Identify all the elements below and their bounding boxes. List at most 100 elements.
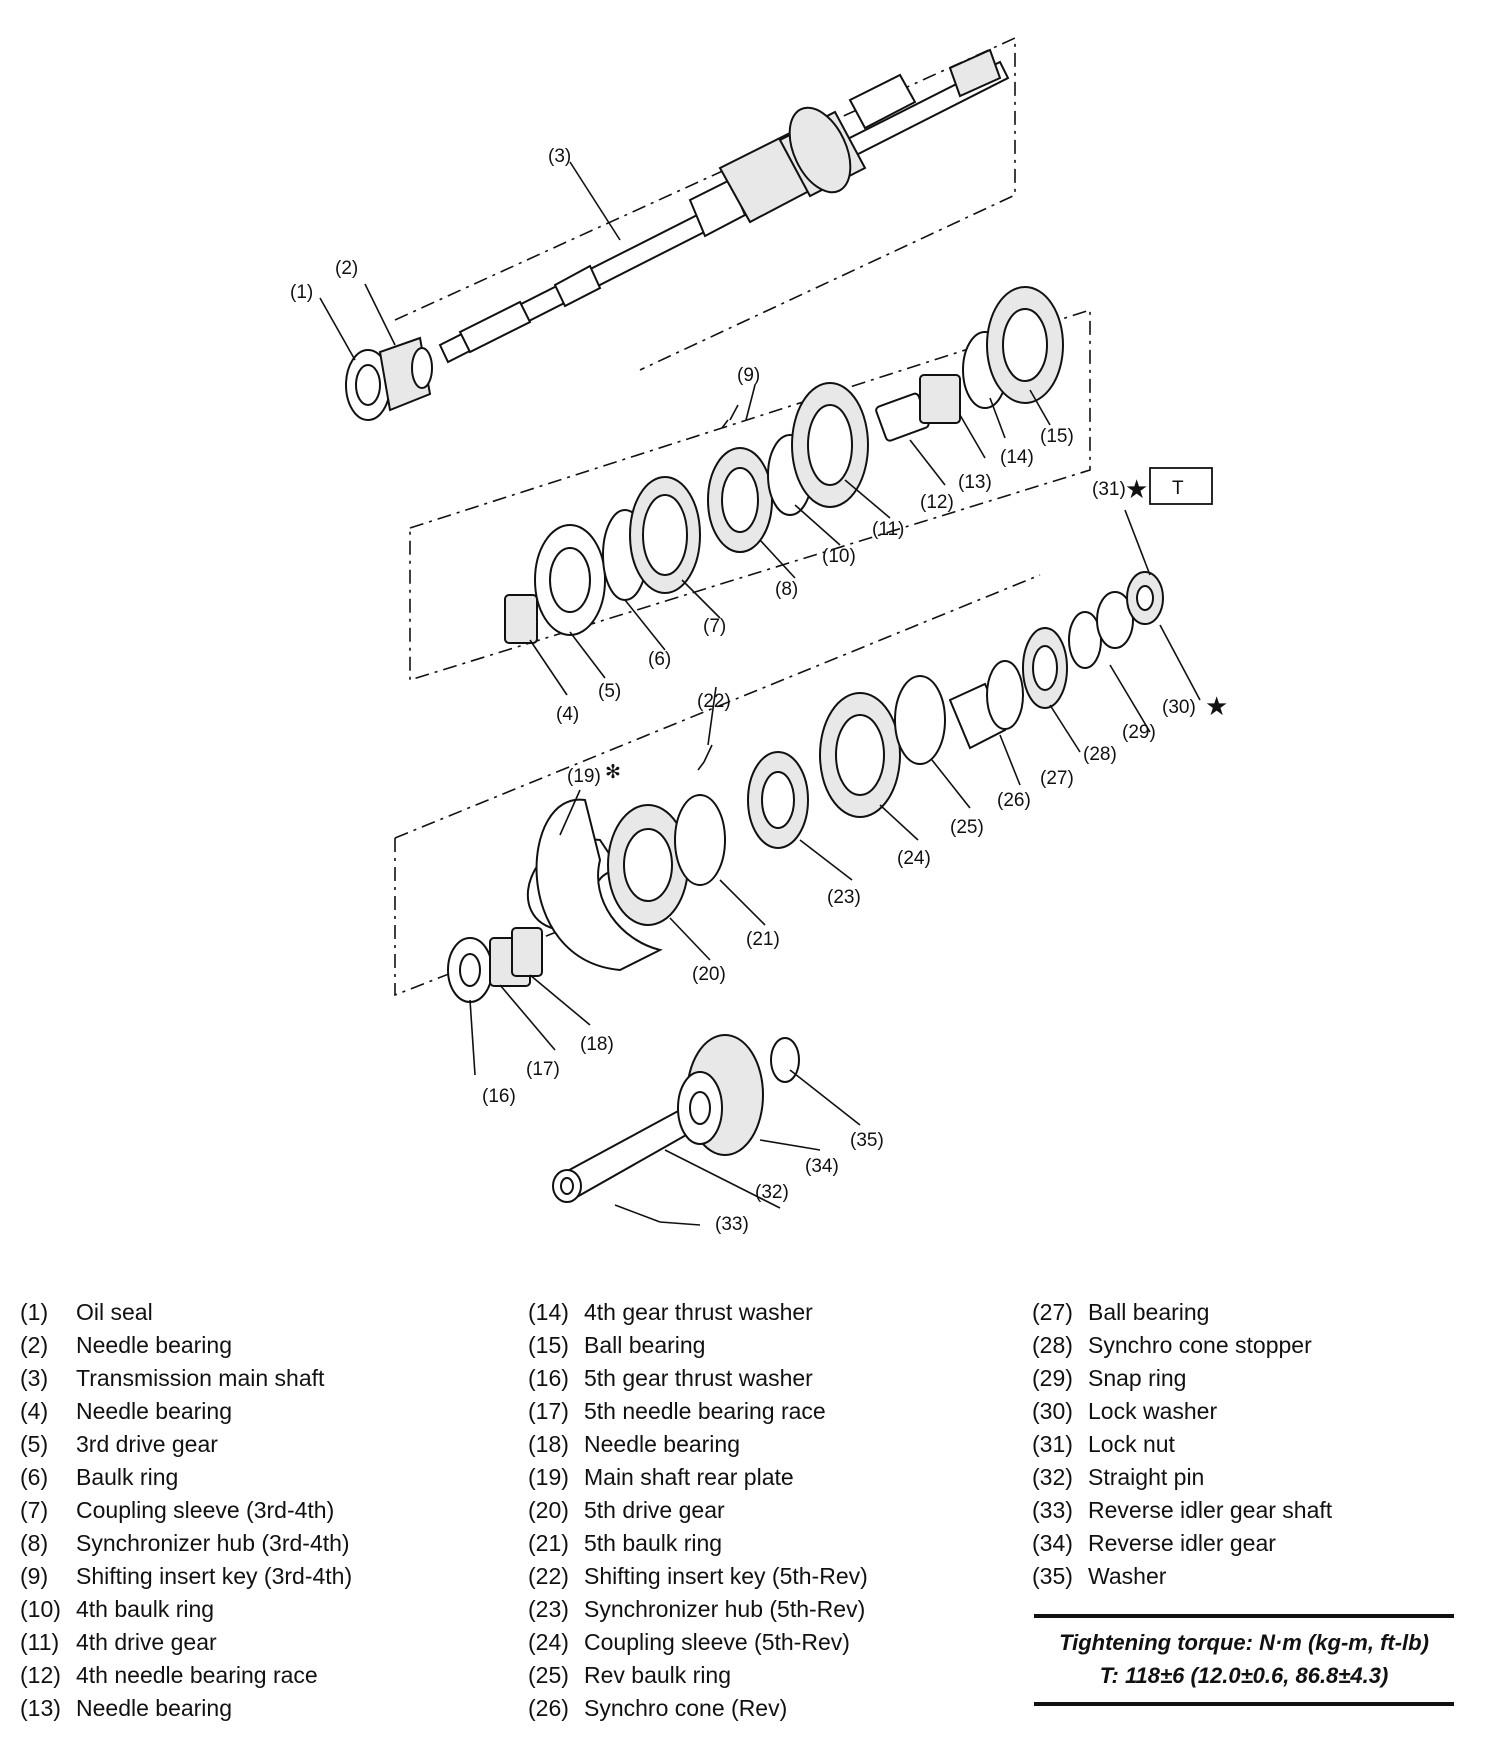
callout-14: (14) — [1000, 447, 1034, 468]
reverse-idler-assembly — [552, 1034, 800, 1223]
legend-item-number: (25) — [528, 1662, 569, 1688]
legend-item-label: 4th baulk ring — [76, 1596, 215, 1622]
legend-item-number: (10) — [20, 1596, 61, 1622]
legend-item-label: Needle bearing — [76, 1332, 233, 1358]
legend-item-number: (20) — [528, 1497, 569, 1523]
torque-box-label: T — [1172, 478, 1184, 499]
callout-12: (12) — [920, 492, 954, 513]
callout-15: (15) — [1040, 426, 1074, 447]
leader-lines — [319, 161, 1201, 1226]
legend-item-number: (24) — [528, 1629, 569, 1655]
callout-18: (18) — [580, 1034, 614, 1055]
legend-item: (6)Baulk ring — [20, 1461, 352, 1494]
callout-10: (10) — [822, 546, 856, 567]
legend-item-label: Synchronizer hub (5th-Rev) — [584, 1596, 866, 1622]
oil-seal-and-bearing — [345, 336, 433, 421]
legend-item: (35) Washer — [1032, 1560, 1332, 1593]
legend-item-number: (6) — [20, 1464, 49, 1490]
callout-29: (29) — [1122, 722, 1156, 743]
legend-item-label: Shifting insert key (3rd-4th) — [76, 1563, 353, 1589]
legend-item-label: Oil seal — [76, 1299, 153, 1325]
callout-32: (32) — [755, 1182, 789, 1203]
legend-item: (30) Lock washer — [1032, 1395, 1332, 1428]
legend-item-number: (22) — [528, 1563, 569, 1589]
legend-item: (29)Snap ring — [1032, 1362, 1332, 1395]
legend-item-label: 5th baulk ring — [584, 1530, 723, 1556]
legend-item: (4)Needle bearing — [20, 1395, 352, 1428]
legend-item-number: (1) — [20, 1299, 49, 1325]
legend-item: (19)Main shaft rear plate — [528, 1461, 868, 1494]
callout-6: (6) — [648, 649, 671, 670]
callout-9: (9) — [737, 365, 760, 386]
callout-26: (26) — [997, 790, 1031, 811]
legend-item-label: Coupling sleeve (3rd-4th) — [76, 1497, 335, 1523]
legend-item-number: (9) — [20, 1563, 49, 1589]
main-shaft — [438, 48, 1010, 364]
legend-item-label: 5th drive gear — [584, 1497, 725, 1523]
middle-group-parts — [504, 286, 1064, 644]
torque-value: T: 118±6 (12.0±0.6, 86.8±4.3) — [1099, 1663, 1389, 1688]
legend-item: (15) Ball bearing — [528, 1329, 868, 1362]
legend-item-number: (27) — [1032, 1299, 1073, 1325]
legend-item-number: (30) — [1032, 1398, 1073, 1424]
legend-item: (34) Reverse idler gear — [1032, 1527, 1332, 1560]
callout-8: (8) — [775, 579, 798, 600]
legend-item-label: Needle bearing — [584, 1431, 741, 1457]
callout-35: (35) — [850, 1130, 884, 1151]
legend-item-label: Synchro cone (Rev) — [584, 1695, 788, 1721]
legend-item: (2) Needle bearing — [20, 1329, 352, 1362]
legend-item: (17)5th needle bearing race — [528, 1395, 868, 1428]
legend-item-number: (34) — [1032, 1530, 1073, 1556]
exploded-view-diagram: T (3) (2) (1) (9) (15) (14) (13) (12) (1… — [290, 36, 1228, 1235]
legend-item-label: Needle bearing — [76, 1398, 233, 1424]
legend-item: (10) 4th baulk ring — [20, 1593, 352, 1626]
legend-item-label: Lock washer — [1088, 1398, 1218, 1424]
legend-item: (22)Shifting insert key (5th-Rev) — [528, 1560, 868, 1593]
legend-item-label: Reverse idler gear — [1088, 1530, 1276, 1556]
legend-item-label: Coupling sleeve (5th-Rev) — [584, 1629, 850, 1655]
legend-item-label: Synchronizer hub (3rd-4th) — [76, 1530, 350, 1556]
lower-group-parts — [447, 571, 1164, 1003]
legend-item: (21)5th baulk ring — [528, 1527, 868, 1560]
callout-20: (20) — [692, 964, 726, 985]
legend-item-label: Rev baulk ring — [584, 1662, 732, 1688]
callout-4: (4) — [556, 704, 579, 725]
legend-item-label: Transmission main shaft — [76, 1365, 325, 1391]
legend-item-label: Ball bearing — [1088, 1299, 1210, 1325]
callout-2: (2) — [335, 258, 358, 279]
callout-33: (33) — [715, 1214, 749, 1235]
legend-item-number: (19) — [528, 1464, 569, 1490]
legend-item-number: (23) — [528, 1596, 569, 1622]
callout-22: (22) — [697, 691, 731, 712]
legend-item: (18)Needle bearing — [528, 1428, 868, 1461]
legend-item: (32)Straight pin — [1032, 1461, 1332, 1494]
legend-item-label: Ball bearing — [584, 1332, 706, 1358]
legend-item-number: (2) — [20, 1332, 49, 1358]
legend-item-label: Synchro cone stopper — [1088, 1332, 1312, 1358]
legend-item-number: (35) — [1032, 1563, 1073, 1589]
legend-item-number: (8) — [20, 1530, 49, 1556]
legend-item: (3) Transmission main shaft — [20, 1362, 352, 1395]
legend-item-number: (3) — [20, 1365, 49, 1391]
legend-item: (20) 5th drive gear — [528, 1494, 868, 1527]
callout-17: (17) — [526, 1059, 560, 1080]
callout-25: (25) — [950, 817, 984, 838]
legend-item-number: (32) — [1032, 1464, 1073, 1490]
legend-item: (5)3rd drive gear — [20, 1428, 352, 1461]
torque-heading: Tightening torque: N·m (kg-m, ft-lb) — [1059, 1630, 1429, 1655]
legend-item: (7)Coupling sleeve (3rd-4th) — [20, 1494, 352, 1527]
legend-item: (16)5th gear thrust washer — [528, 1362, 868, 1395]
legend-item-number: (29) — [1032, 1365, 1073, 1391]
callout-23: (23) — [827, 887, 861, 908]
callout-13: (13) — [958, 472, 992, 493]
legend-item: (24) Coupling sleeve (5th-Rev) — [528, 1626, 868, 1659]
legend-item: (1) Oil seal — [20, 1296, 352, 1329]
legend-item-number: (14) — [528, 1299, 569, 1325]
legend-item: (23) Synchronizer hub (5th-Rev) — [528, 1593, 868, 1626]
legend-column-2: (14)4th gear thrust washer(15)Ball beari… — [528, 1296, 868, 1725]
legend-item-label: 5th gear thrust washer — [584, 1365, 813, 1391]
legend-item-label: Washer — [1088, 1563, 1167, 1589]
callout-24: (24) — [897, 848, 931, 869]
legend-item-number: (15) — [528, 1332, 569, 1358]
callout-16: (16) — [482, 1086, 516, 1107]
